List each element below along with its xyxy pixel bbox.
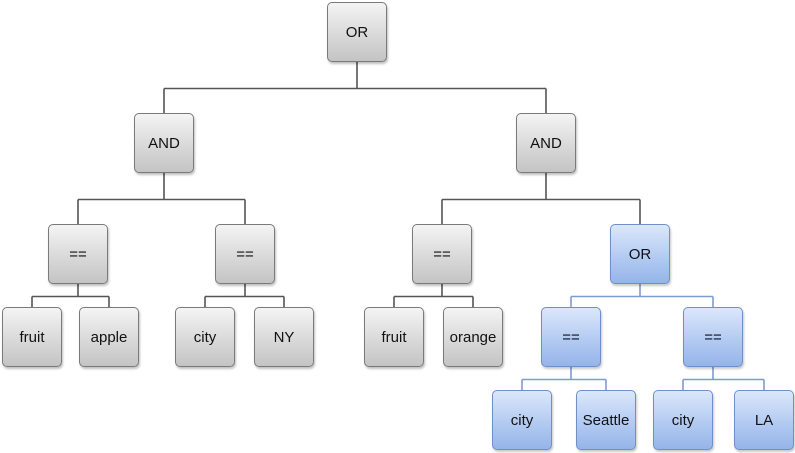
node-eq-fruit-orange: ==	[412, 224, 472, 284]
node-value-seattle: Seattle	[576, 390, 636, 450]
node-eq-city-ny: ==	[215, 224, 275, 284]
connector-root	[163, 62, 547, 113]
connector-and-right	[441, 173, 641, 224]
node-or-root: OR	[327, 2, 387, 62]
node-key-fruit-2: fruit	[364, 307, 424, 367]
node-value-ny: NY	[254, 307, 314, 367]
node-value-orange: orange	[443, 307, 503, 367]
connector-eq-fruit-apple	[31, 284, 110, 307]
connector-eq-city-seattle	[521, 367, 607, 390]
node-key-city-1: city	[175, 307, 235, 367]
connector-eq-city-la	[682, 367, 765, 390]
connector-or-city	[570, 284, 714, 307]
connector-and-left	[77, 173, 246, 224]
node-key-fruit-1: fruit	[2, 307, 62, 367]
node-value-la: LA	[734, 390, 794, 450]
node-eq-fruit-apple: ==	[48, 224, 108, 284]
node-and-left: AND	[134, 113, 194, 173]
node-key-city-la: city	[653, 390, 713, 450]
connector-eq-city-ny	[204, 284, 285, 307]
connector-eq-fruit-orange	[393, 284, 474, 307]
node-eq-city-la: ==	[683, 307, 743, 367]
node-and-right: AND	[516, 113, 576, 173]
node-eq-city-seattle: ==	[541, 307, 601, 367]
node-key-city-seattle: city	[492, 390, 552, 450]
node-or-city: OR	[610, 224, 670, 284]
node-value-apple: apple	[79, 307, 139, 367]
